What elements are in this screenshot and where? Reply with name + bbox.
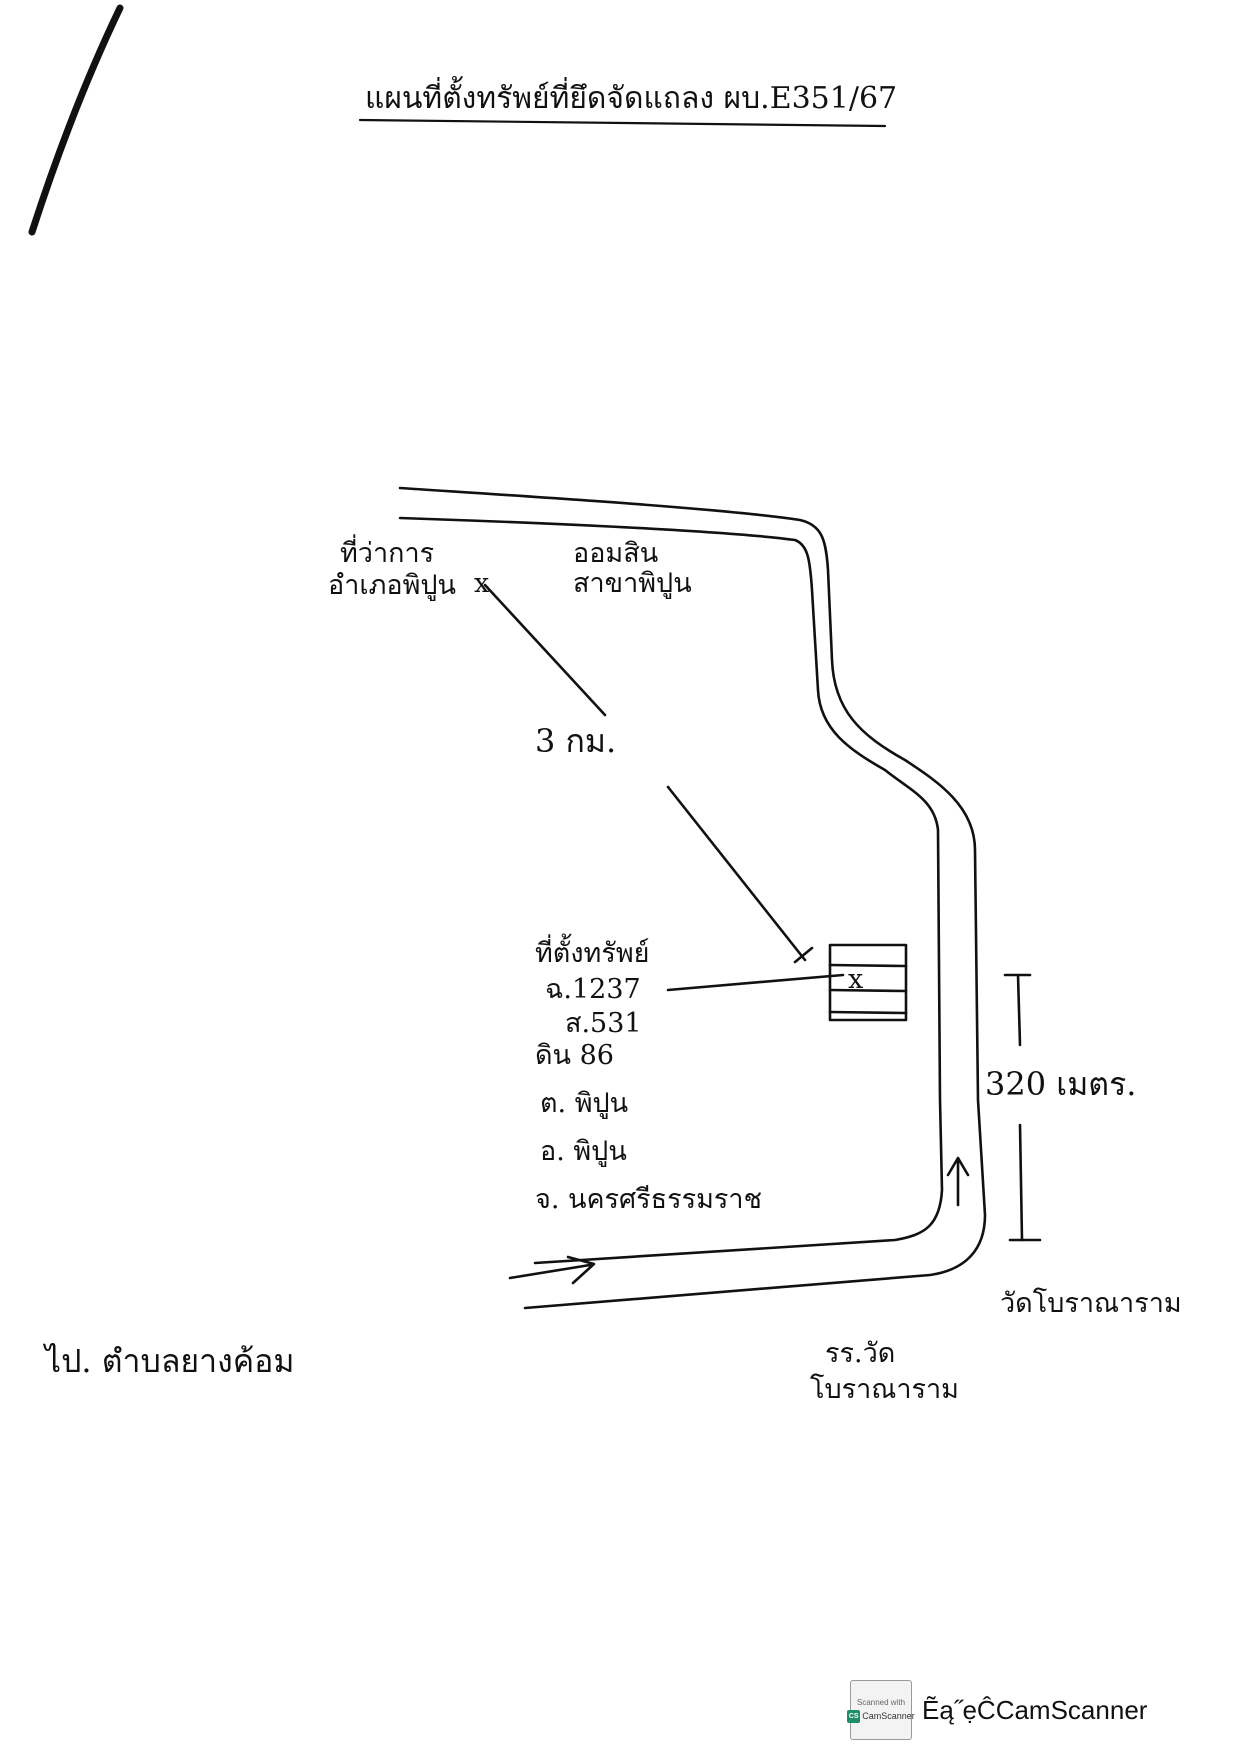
distance-m-label: 320 เมตร. bbox=[985, 1065, 1136, 1103]
market-label: ออมสิน สาขาพิปูน bbox=[573, 538, 692, 599]
plot-divider-3 bbox=[828, 1010, 908, 1015]
map-title: แผนที่ตั้งทรัพย์ที่ยึดจัดแถลง ผบ.E351/67 bbox=[365, 76, 897, 116]
svg-text:รร.วัด: รร.วัด bbox=[825, 1338, 895, 1369]
distance-tick bbox=[793, 946, 814, 964]
property-x-mark: x bbox=[848, 964, 863, 995]
plot-divider-2 bbox=[828, 988, 908, 993]
title-underline bbox=[358, 118, 887, 128]
district-office-label: ที่ว่าการ อำเภอพิปูน bbox=[328, 534, 456, 601]
svg-text:จ. นครศรีธรรมราช: จ. นครศรีธรรมราช bbox=[535, 1184, 762, 1215]
svg-text:ที่ตั้งทรัพย์: ที่ตั้งทรัพย์ bbox=[535, 933, 649, 969]
school-label: รร.วัด โบราณาราม bbox=[810, 1338, 959, 1405]
distance-km-label: 3 กม. bbox=[535, 722, 616, 760]
to-subdistrict-label: ไป. ตำบลยางค้อม bbox=[42, 1342, 294, 1380]
district-office-x: x bbox=[474, 568, 489, 599]
distance-line-lower bbox=[666, 785, 807, 962]
svg-text:อ. พิปูน: อ. พิปูน bbox=[540, 1136, 627, 1167]
arrow-right-icon bbox=[508, 1255, 596, 1285]
svg-text:ต. พิปูน: ต. พิปูน bbox=[540, 1088, 628, 1119]
plot-divider-1 bbox=[828, 963, 908, 968]
svg-text:ฉ.1237: ฉ.1237 bbox=[545, 974, 641, 1005]
property-plot bbox=[828, 943, 908, 1022]
svg-text:โบราณาราม: โบราณาราม bbox=[810, 1374, 959, 1405]
distance-bar-lower bbox=[1018, 1123, 1024, 1242]
pen-stroke bbox=[28, 4, 124, 236]
property-pointer-line bbox=[666, 973, 845, 992]
footer-text: Ẽą˝ẹĈCamScanner bbox=[922, 1694, 1148, 1725]
road-outer-edge bbox=[398, 486, 987, 1310]
camscanner-badge: Scanned with CS CamScanner bbox=[847, 1680, 915, 1740]
road-inner-edge bbox=[398, 516, 944, 1265]
distance-bar-upper bbox=[1016, 973, 1022, 1047]
svg-text:ออมสิน: ออมสิน bbox=[573, 538, 658, 569]
property-details-label: ที่ตั้งทรัพย์ ฉ.1237 ส.531 ดิน 86 ต. พิป… bbox=[535, 933, 762, 1215]
svg-text:อำเภอพิปูน: อำเภอพิปูน bbox=[328, 570, 456, 601]
scanner-footer: Scanned with CS CamScanner Ẽą˝ẹĈCamScann… bbox=[847, 1680, 1148, 1740]
svg-text:ที่ว่าการ: ที่ว่าการ bbox=[340, 534, 434, 569]
svg-text:ดิน 86: ดิน 86 bbox=[535, 1040, 614, 1071]
camscanner-logo-icon: CS bbox=[847, 1709, 861, 1723]
svg-text:ส.531: ส.531 bbox=[565, 1008, 642, 1039]
svg-text:สาขาพิปูน: สาขาพิปูน bbox=[573, 568, 692, 599]
arrow-up-icon bbox=[946, 1156, 970, 1207]
temple-label: วัดโบราณาราม bbox=[1000, 1288, 1182, 1319]
distance-line-upper bbox=[483, 583, 607, 717]
